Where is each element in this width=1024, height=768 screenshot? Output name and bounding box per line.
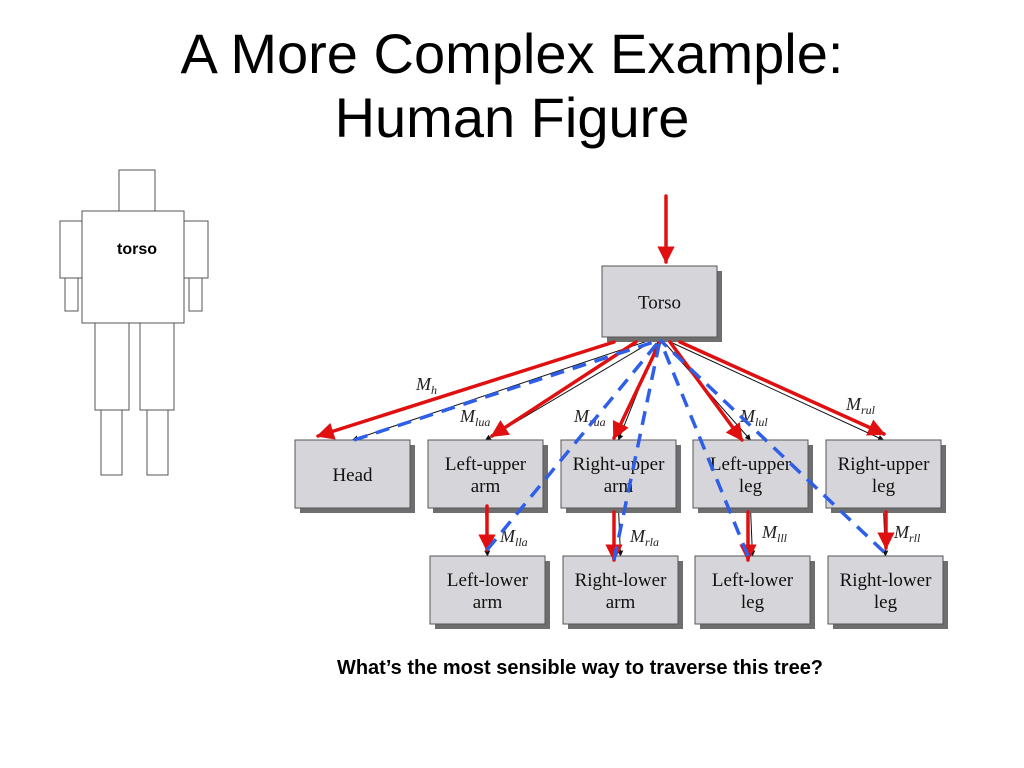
node-label-line: Left-upper xyxy=(445,454,527,475)
return-path-right-lower-arm xyxy=(612,339,662,561)
node-label-line: Left-lower xyxy=(447,570,529,591)
figure-left-lower-arm xyxy=(64,277,79,312)
node-box xyxy=(560,439,677,509)
matrix-label-right-upper-leg: Mrul xyxy=(845,394,876,417)
figure-head xyxy=(118,169,156,212)
return-path-right-lower-leg xyxy=(658,338,886,554)
node-box xyxy=(692,439,809,509)
figure-torso xyxy=(81,210,185,324)
node-head: Head xyxy=(294,439,415,513)
human-figure xyxy=(59,169,209,476)
slide-title-line-1: A More Complex Example: xyxy=(180,22,844,85)
slide-title-line-2: Human Figure xyxy=(334,86,690,149)
node-label-line: leg xyxy=(872,476,896,497)
figure-left-upper-leg xyxy=(94,322,130,411)
node-label-line: Right-lower xyxy=(575,570,667,591)
node-label-line: Right-upper xyxy=(838,454,930,475)
node-label-line: Torso xyxy=(638,293,681,314)
slide-title: A More Complex Example: Human Figure xyxy=(0,22,1024,150)
traversal-arrow-left-upper-arm xyxy=(490,340,638,438)
return-path-left-lower-leg xyxy=(658,339,750,557)
node-box xyxy=(294,439,411,509)
matrix-label-right-lower-arm: Mrla xyxy=(629,526,659,549)
node-box xyxy=(825,439,942,509)
traversal-arrow-head xyxy=(316,340,616,440)
node-label-line: Head xyxy=(332,465,373,486)
traversal-arrow-right-upper-arm xyxy=(612,340,662,440)
figure-right-upper-leg xyxy=(139,322,175,411)
node-label-line: arm xyxy=(604,476,634,497)
slide-caption: What’s the most sensible way to traverse… xyxy=(336,657,824,679)
node-label-line: arm xyxy=(471,476,501,497)
node-box xyxy=(694,555,811,625)
node-torso: Torso xyxy=(601,265,722,342)
node-label-line: Right-lower xyxy=(840,570,932,591)
figure-torso-label: torso xyxy=(117,241,157,258)
node-label-line: Left-upper xyxy=(710,454,792,475)
matrix-label-left-lower-leg: Mlll xyxy=(761,522,788,545)
matrix-label-left-upper-leg: Mlul xyxy=(739,406,768,429)
node-box xyxy=(601,265,718,338)
node-label-line: leg xyxy=(874,592,898,613)
figure-left-lower-leg xyxy=(100,409,123,476)
node-label-line: Right-upper xyxy=(573,454,665,475)
edge-torso-right-upper-leg xyxy=(659,336,885,441)
traversal-arrow-left-upper-leg xyxy=(668,340,744,442)
return-path-head xyxy=(353,338,661,442)
matrix-label-head: Mh xyxy=(415,374,437,397)
node-label-line: arm xyxy=(473,592,503,613)
node-label-line: leg xyxy=(739,476,763,497)
node-label-line: Left-lower xyxy=(712,570,794,591)
node-box xyxy=(429,555,546,625)
figure-left-upper-arm xyxy=(59,220,83,279)
tree-nodes: TorsoHeadLeft-upperarmRight-upperarmLeft… xyxy=(294,265,948,629)
node-label-line: arm xyxy=(606,592,636,613)
edge-left-upper-leg-left-lower-leg xyxy=(749,507,756,557)
figure-right-lower-arm xyxy=(188,277,203,312)
matrix-label-right-lower-leg: Mrll xyxy=(893,522,921,545)
node-box xyxy=(562,555,679,625)
node-box xyxy=(827,555,944,625)
node-label-line: leg xyxy=(741,592,765,613)
figure-right-lower-leg xyxy=(146,409,169,476)
node-box xyxy=(427,439,544,509)
figure-right-upper-arm xyxy=(183,220,209,279)
traversal-overlay xyxy=(316,194,895,562)
traversal-arrow-right-upper-leg xyxy=(678,340,886,436)
matrix-label-left-upper-arm: Mlua xyxy=(459,406,490,429)
